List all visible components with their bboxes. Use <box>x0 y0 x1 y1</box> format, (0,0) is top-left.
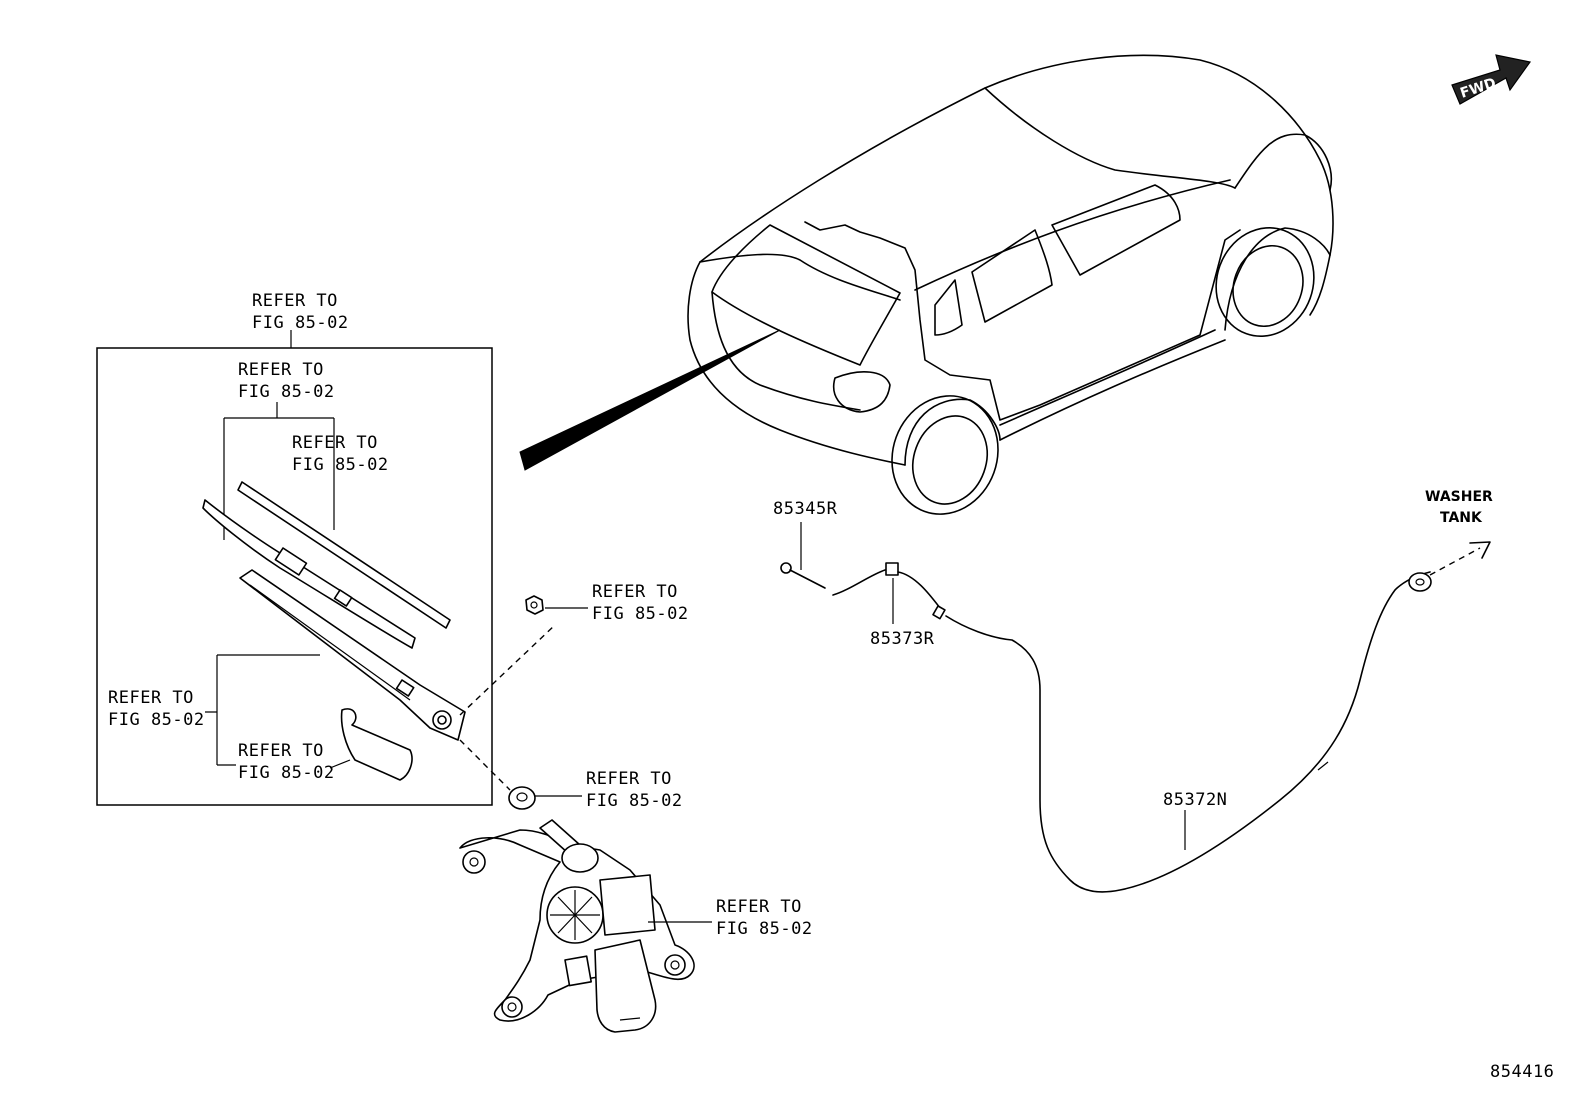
callout-line-1: REFER TO <box>586 769 672 789</box>
callout-line-2: FIG 85-02 <box>238 382 335 402</box>
callout-line-1: REFER TO <box>108 688 194 708</box>
callout-line-1: REFER TO <box>716 897 802 917</box>
callout-line-1: REFER TO <box>292 433 378 453</box>
callout-line-2: FIG 85-02 <box>108 710 205 730</box>
washer-tank-line-1: WASHER <box>1425 489 1493 505</box>
callout-line-2: FIG 85-02 <box>716 919 813 939</box>
washer-tank-line-2: TANK <box>1440 510 1483 526</box>
grommet-part <box>508 786 536 810</box>
arm-cap-part <box>340 708 413 781</box>
wiper-motor-part <box>459 819 695 1033</box>
hose-clip-part <box>1408 572 1432 592</box>
callout-nut: REFER TO FIG 85-02 <box>592 582 689 624</box>
part-number-85372N: 85372N <box>1163 790 1227 810</box>
part-number-85345R: 85345R <box>773 499 838 519</box>
callout-grommet: REFER TO FIG 85-02 <box>586 769 683 811</box>
wiper-blade-part <box>202 481 451 649</box>
callout-line-2: FIG 85-02 <box>586 791 683 811</box>
callout-line-2: FIG 85-02 <box>592 604 689 624</box>
washer-hose-part <box>945 571 1431 893</box>
hose-joint-part <box>832 562 946 620</box>
callout-line-1: REFER TO <box>592 582 678 602</box>
fwd-arrow-icon: FWD <box>1451 54 1532 105</box>
part-number-85373R: 85373R <box>870 629 935 649</box>
callout-line-1: REFER TO <box>238 741 324 761</box>
callout-line-2: FIG 85-02 <box>252 313 349 333</box>
callout-refill: REFER TO FIG 85-02 <box>292 433 389 475</box>
callout-arm: REFER TO FIG 85-02 <box>108 688 205 730</box>
wiper-arm-part <box>239 569 466 741</box>
figure-id: 854416 <box>1490 1062 1554 1082</box>
washer-tank-label: WASHER TANK <box>1425 489 1493 526</box>
pointer-wedge <box>519 329 781 471</box>
callout-line-2: FIG 85-02 <box>238 763 335 783</box>
callout-line-2: FIG 85-02 <box>292 455 389 475</box>
callout-cap: REFER TO FIG 85-02 <box>238 741 335 783</box>
callout-motor: REFER TO FIG 85-02 <box>716 897 813 939</box>
callout-box-top: REFER TO FIG 85-02 <box>252 291 349 333</box>
vehicle-outline <box>687 54 1334 515</box>
wiper-arm-group-box <box>96 347 493 806</box>
nozzle-part <box>780 562 826 589</box>
nut-part <box>525 595 544 615</box>
fwd-label: FWD <box>1458 75 1498 102</box>
callout-line-1: REFER TO <box>252 291 338 311</box>
callout-blade: REFER TO FIG 85-02 <box>238 360 335 402</box>
callout-line-1: REFER TO <box>238 360 324 380</box>
